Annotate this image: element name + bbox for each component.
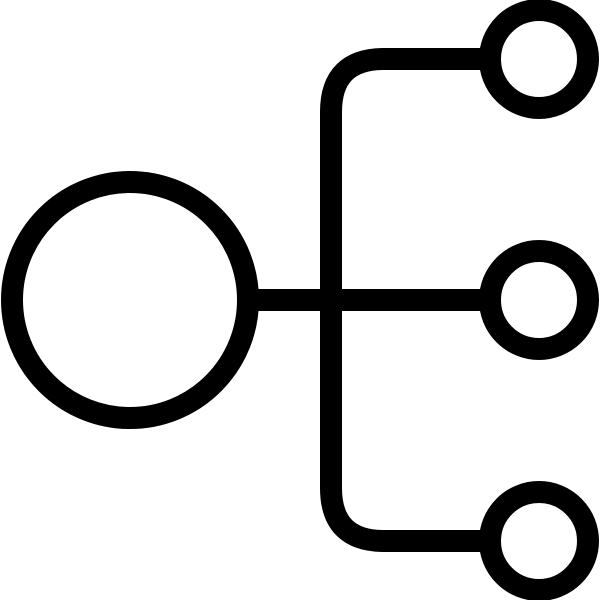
branch-spine-path	[320, 48, 483, 552]
root-node-circle	[1, 171, 259, 429]
child-node-bottom-circle	[479, 481, 599, 600]
child-node-middle-circle	[479, 240, 599, 360]
child-node-top-circle	[479, 0, 599, 119]
